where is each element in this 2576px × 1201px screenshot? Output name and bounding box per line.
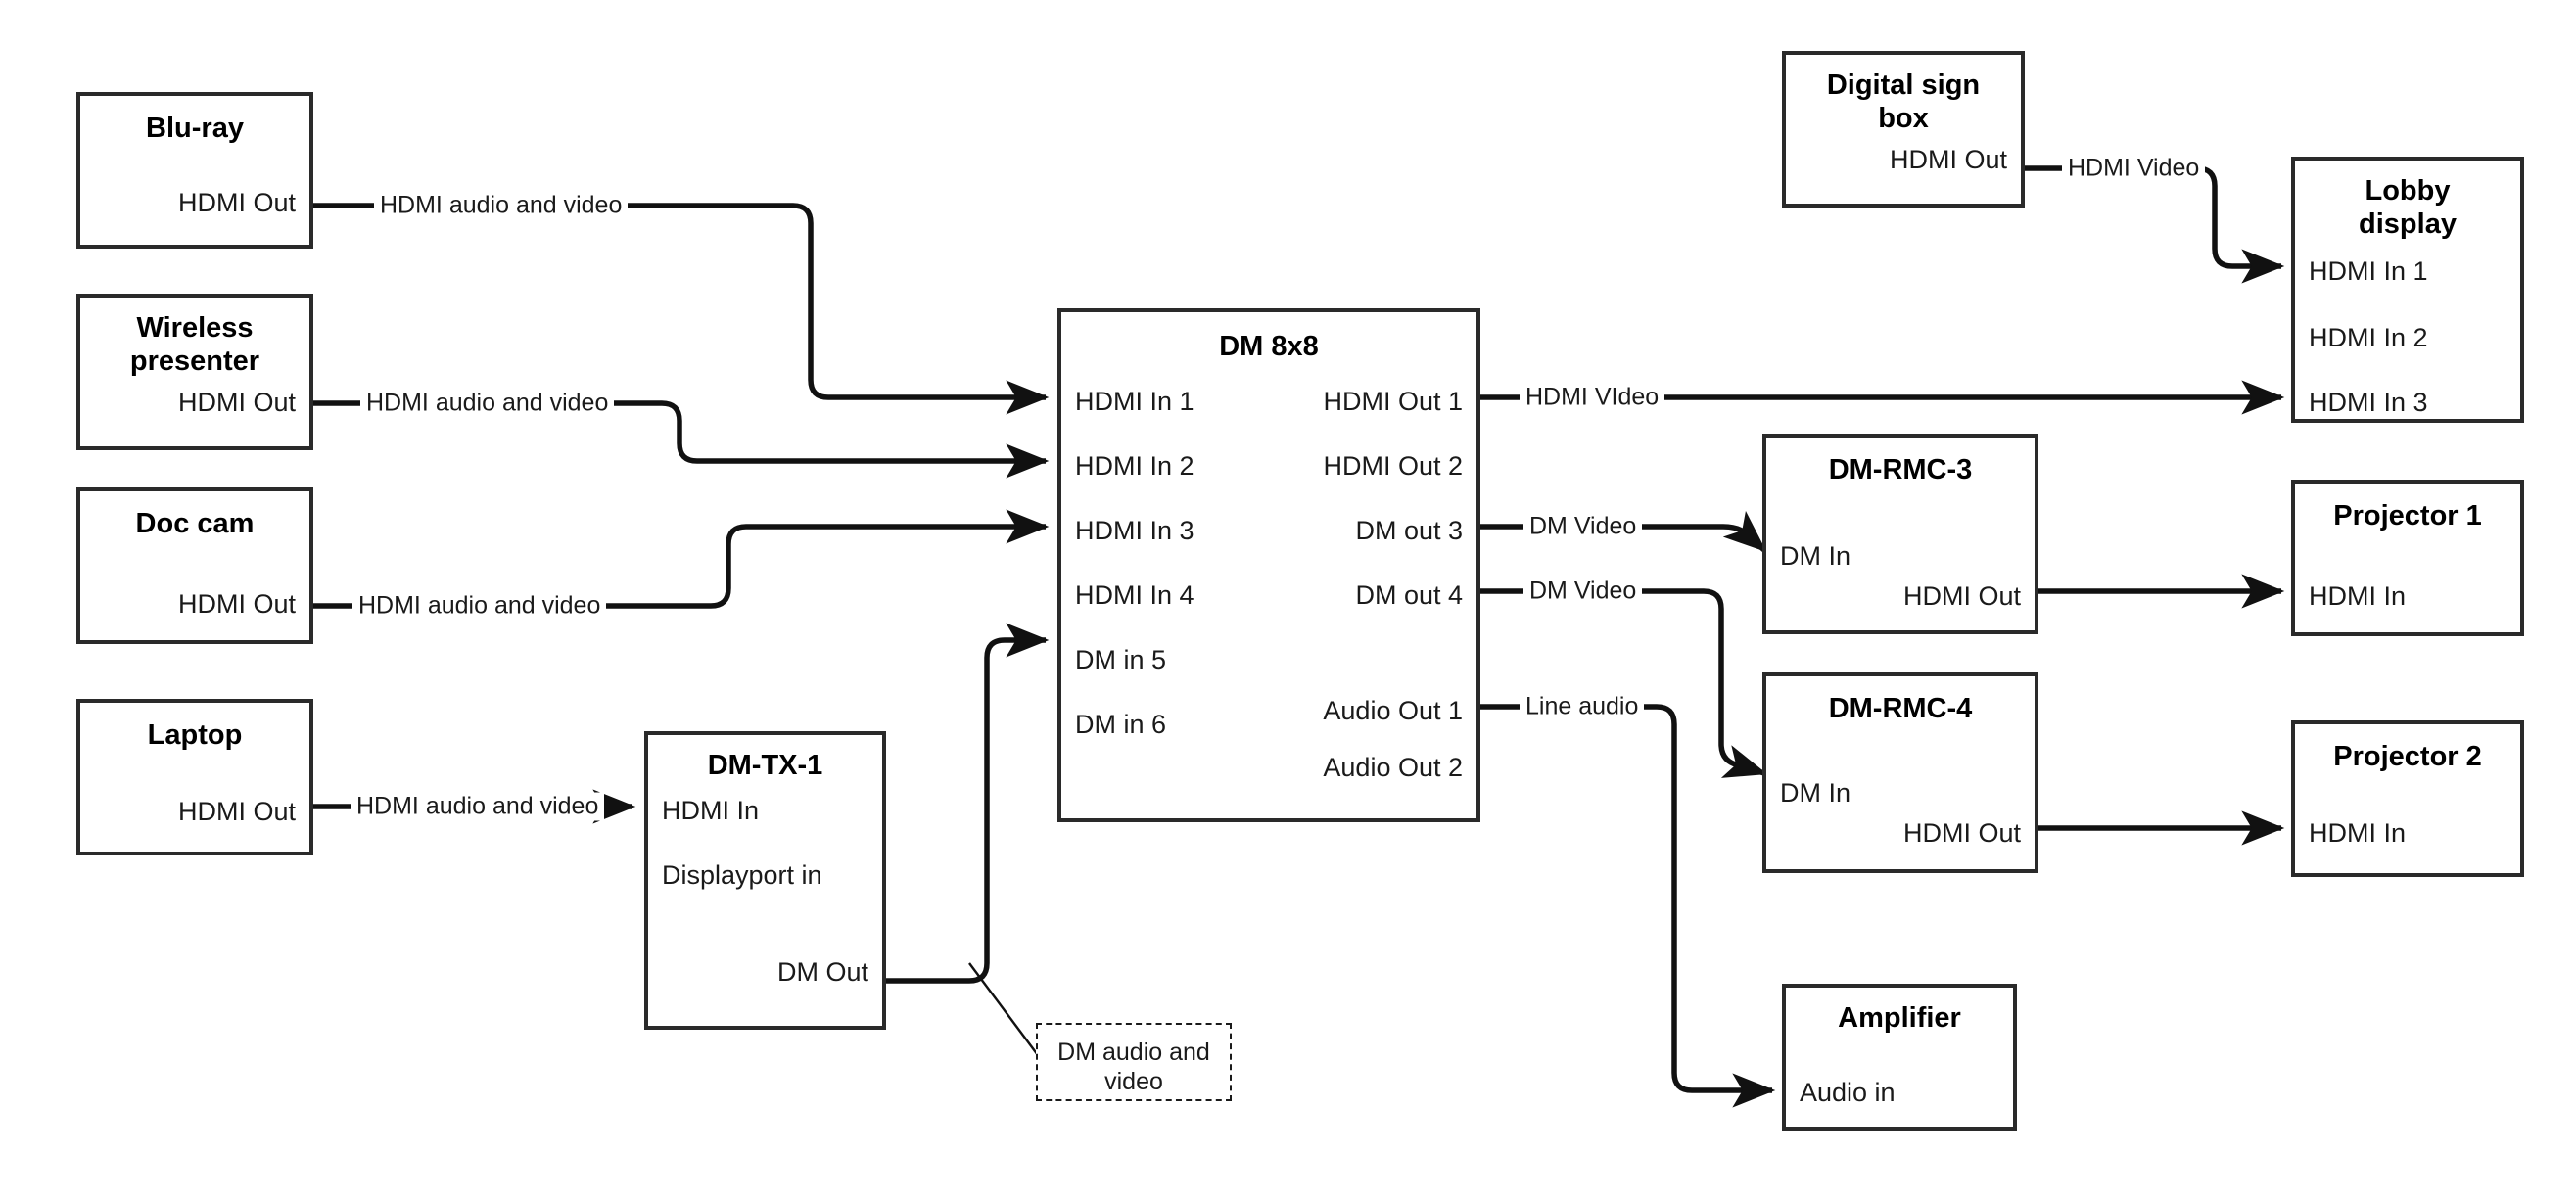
node-dm-8x8-title: DM 8x8: [1219, 331, 1319, 362]
node-lobby-display-title: Lobby display: [2359, 175, 2457, 241]
node-dm-rmc-3-title: DM-RMC-3: [1828, 454, 1973, 485]
node-bluray-title: Blu-ray: [146, 113, 244, 144]
port-amplifier-audio-in[interactable]: Audio in: [1800, 1078, 1896, 1107]
port-dm8x8-dm-out-4[interactable]: DM out 4: [1355, 580, 1463, 610]
node-lobby-display[interactable]: Lobby display HDMI In 1 HDMI In 2 HDMI I…: [2291, 157, 2524, 423]
port-dm8x8-dm-out-3[interactable]: DM out 3: [1355, 516, 1463, 545]
port-wireless-hdmi-out[interactable]: HDMI Out: [177, 388, 296, 417]
port-dm8x8-hdmi-in-3[interactable]: HDMI In 3: [1075, 516, 1194, 545]
wire-digitalsign-to-lobby: [2025, 165, 2285, 284]
wire-dm8x8-dmout4-to-rmc4: [1480, 588, 1768, 778]
port-lobby-hdmi-in-2[interactable]: HDMI In 2: [2309, 323, 2428, 352]
node-dm-8x8[interactable]: DM 8x8 HDMI In 1 HDMI In 2 HDMI In 3 HDM…: [1057, 308, 1480, 822]
node-amplifier-title: Amplifier: [1838, 1002, 1961, 1034]
node-doc-cam[interactable]: Doc cam HDMI Out: [76, 487, 313, 644]
node-amplifier[interactable]: Amplifier Audio in: [1782, 984, 2017, 1131]
node-dm-rmc-4-title: DM-RMC-4: [1828, 693, 1973, 724]
port-dm8x8-hdmi-out-1[interactable]: HDMI Out 1: [1323, 387, 1463, 416]
port-digitalsign-hdmi-out[interactable]: HDMI Out: [1889, 145, 2007, 174]
port-rmc3-hdmi-out[interactable]: HDMI Out: [1902, 581, 2021, 611]
port-laptop-hdmi-out[interactable]: HDMI Out: [177, 797, 296, 826]
node-projector-1-title: Projector 1: [2333, 500, 2482, 531]
note-dm-audio-and-video: DM audio and video: [1036, 1023, 1232, 1101]
port-dm8x8-hdmi-in-2[interactable]: HDMI In 2: [1075, 451, 1194, 481]
node-bluray[interactable]: Blu-ray HDMI Out: [76, 92, 313, 249]
wire-label-digitalsign-to-lobby: HDMI Video: [2062, 154, 2206, 183]
node-wireless-presenter-title: Wireless presenter: [129, 312, 260, 378]
node-projector-2-title: Projector 2: [2333, 741, 2482, 772]
wire-label-hdmiout1-to-lobby: HDMI VIdeo: [1520, 383, 1665, 412]
port-dm8x8-hdmi-in-1[interactable]: HDMI In 1: [1075, 387, 1194, 416]
port-bluray-hdmi-out[interactable]: HDMI Out: [177, 188, 296, 217]
port-projector1-hdmi-in[interactable]: HDMI In: [2309, 581, 2407, 611]
note-dm-audio-and-video-text: DM audio and video: [1057, 1039, 1210, 1095]
wire-label-dmout4-to-rmc4: DM Video: [1523, 577, 1643, 606]
port-dm8x8-dm-in-6[interactable]: DM in 6: [1075, 710, 1167, 739]
node-dm-tx-1[interactable]: DM-TX-1 HDMI In Displayport in DM Out: [644, 731, 886, 1030]
node-dm-rmc-4[interactable]: DM-RMC-4 DM In HDMI Out: [1762, 672, 2038, 873]
port-rmc4-dm-in[interactable]: DM In: [1780, 778, 1851, 808]
wire-label-doccam-to-dm: HDMI audio and video: [352, 591, 607, 621]
wire-dmtx1-to-dm8x8: [886, 623, 1050, 984]
leader-line-dm-audio-video-note: [968, 962, 1039, 1056]
port-projector2-hdmi-in[interactable]: HDMI In: [2309, 818, 2407, 848]
wire-label-audioout1-to-amp: Line audio: [1520, 692, 1645, 721]
port-dmtx1-hdmi-in[interactable]: HDMI In: [662, 796, 760, 825]
node-wireless-presenter[interactable]: Wireless presenter HDMI Out: [76, 294, 313, 450]
port-dm8x8-audio-out-2[interactable]: Audio Out 2: [1323, 753, 1463, 782]
wire-label-wireless-to-dm: HDMI audio and video: [360, 389, 615, 418]
node-digital-sign-box-title: Digital sign box: [1826, 69, 1981, 135]
wire-label-laptop-to-dmtx1: HDMI audio and video: [351, 792, 605, 821]
node-dm-tx-1-title: DM-TX-1: [707, 750, 823, 781]
port-dmtx1-displayport-in[interactable]: Displayport in: [662, 860, 822, 890]
port-lobby-hdmi-in-3[interactable]: HDMI In 3: [2309, 388, 2428, 417]
wire-label-bluray-to-dm: HDMI audio and video: [374, 191, 629, 220]
port-dm8x8-audio-out-1[interactable]: Audio Out 1: [1323, 696, 1463, 725]
wire-dm8x8-audioout1-to-amp: [1480, 704, 1776, 1108]
node-dm-rmc-3[interactable]: DM-RMC-3 DM In HDMI Out: [1762, 434, 2038, 634]
port-doccam-hdmi-out[interactable]: HDMI Out: [177, 589, 296, 619]
wire-bluray-to-dm8x8: [313, 203, 1050, 415]
node-laptop[interactable]: Laptop HDMI Out: [76, 699, 313, 855]
port-lobby-hdmi-in-1[interactable]: HDMI In 1: [2309, 256, 2428, 286]
node-projector-1[interactable]: Projector 1 HDMI In: [2291, 480, 2524, 636]
port-dm8x8-dm-in-5[interactable]: DM in 5: [1075, 645, 1167, 674]
wire-label-dmout3-to-rmc3: DM Video: [1523, 512, 1643, 541]
node-doc-cam-title: Doc cam: [135, 508, 255, 539]
node-projector-2[interactable]: Projector 2 HDMI In: [2291, 720, 2524, 877]
port-dm8x8-hdmi-out-2[interactable]: HDMI Out 2: [1323, 451, 1463, 481]
port-rmc4-hdmi-out[interactable]: HDMI Out: [1902, 818, 2021, 848]
node-laptop-title: Laptop: [147, 719, 243, 751]
port-dmtx1-dm-out[interactable]: DM Out: [776, 957, 868, 987]
port-rmc3-dm-in[interactable]: DM In: [1780, 541, 1851, 571]
port-dm8x8-hdmi-in-4[interactable]: HDMI In 4: [1075, 580, 1194, 610]
node-digital-sign-box[interactable]: Digital sign box HDMI Out: [1782, 51, 2025, 208]
